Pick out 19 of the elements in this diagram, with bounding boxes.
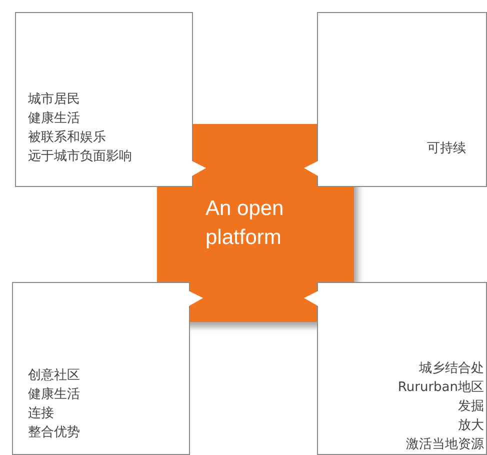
card-text: 创意社区 (28, 367, 80, 385)
card-text: Rururban地区 (398, 379, 484, 397)
card-text: 放大 (458, 417, 484, 435)
card-text: 健康生活 (28, 110, 80, 128)
card-text: 被联系和娱乐 (28, 129, 106, 147)
card-text: 可持续 (427, 140, 466, 158)
card-text: 激活当地资源 (406, 436, 484, 454)
text-card (317, 12, 487, 187)
card-text: 发掘 (458, 398, 484, 416)
text-card (12, 282, 190, 455)
card-text: 城市居民 (28, 91, 80, 109)
text-card (15, 12, 193, 187)
card-text: 城乡结合处 (419, 360, 484, 378)
text-card (317, 282, 487, 455)
card-text: 远于城市负面影响 (28, 148, 132, 166)
platform-label: An open platform (206, 196, 285, 251)
card-text: 健康生活 (28, 386, 80, 404)
card-text: 整合优势 (28, 424, 80, 442)
card-text: 连接 (28, 405, 54, 423)
